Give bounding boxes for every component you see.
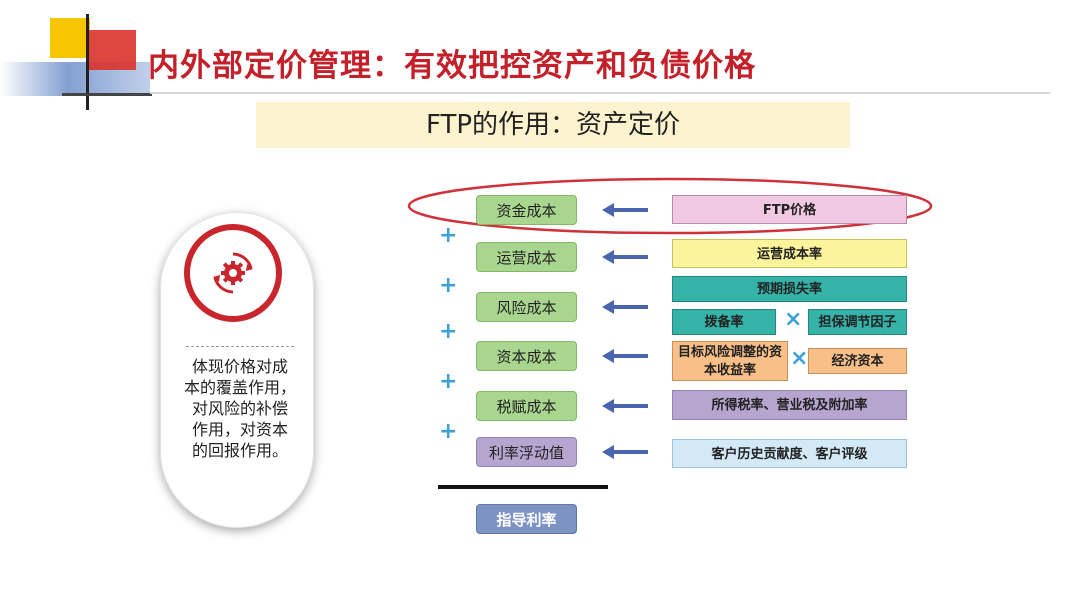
plus-sign: + [439,419,458,444]
card-divider [186,346,294,347]
plus-sign: + [439,319,458,344]
source-customer-factors: 客户历史贡献度、客户评级 [672,439,907,468]
arrow-left-icon [602,349,648,363]
arrow-left-icon [602,300,648,314]
sum-line [438,485,608,489]
source-economic-capital: 经济资本 [808,348,907,374]
source-provision-rate: 拨备率 [672,309,776,335]
source-expected-loss-rate: 预期损失率 [672,276,907,302]
component-tax-cost: 税赋成本 [476,391,577,421]
highlight-ellipse [407,177,933,235]
component-funding-cost: 资金成本 [476,195,577,225]
header-decoration-vline [86,14,89,110]
times-sign: × [790,346,809,371]
result-guidance-rate: 指导利率 [476,504,577,534]
source-tax-rates: 所得税率、营业税及附加率 [672,390,907,420]
component-rate-float: 利率浮动值 [476,437,577,467]
arrow-left-icon [602,445,648,459]
card-text: 体现价格对成 本的覆盖作用， 对风险的补偿 作用，对资本 的回报作用。 [183,357,296,460]
times-sign: × [784,307,803,332]
plus-sign: + [439,369,458,394]
component-risk-cost: 风险成本 [476,292,577,322]
title-underline [150,92,1050,94]
page-title: 内外部定价管理：有效把控资产和负债价格 [148,48,756,84]
gear-cycle-icon [213,252,253,294]
subtitle-background [256,102,850,148]
icon-ring [184,224,282,322]
component-capital-cost: 资本成本 [476,341,577,371]
component-operating-cost: 运营成本 [476,242,577,272]
plus-sign: + [439,273,458,298]
subtitle: FTP的作用：资产定价 [425,110,681,140]
header-decoration-hline [62,93,152,96]
arrow-left-icon [602,250,648,264]
plus-sign: + [439,223,458,248]
source-ftp-price: FTP价格 [672,195,907,224]
arrow-left-icon [602,203,648,217]
source-operating-cost-rate: 运营成本率 [672,239,907,268]
header-decoration-yellow [50,18,90,58]
arrow-left-icon [602,399,648,413]
header-decoration-red [86,30,136,70]
source-risk-adjusted-return: 目标风险调整的资本收益率 [672,341,788,381]
source-guarantee-factor: 担保调节因子 [808,309,907,335]
